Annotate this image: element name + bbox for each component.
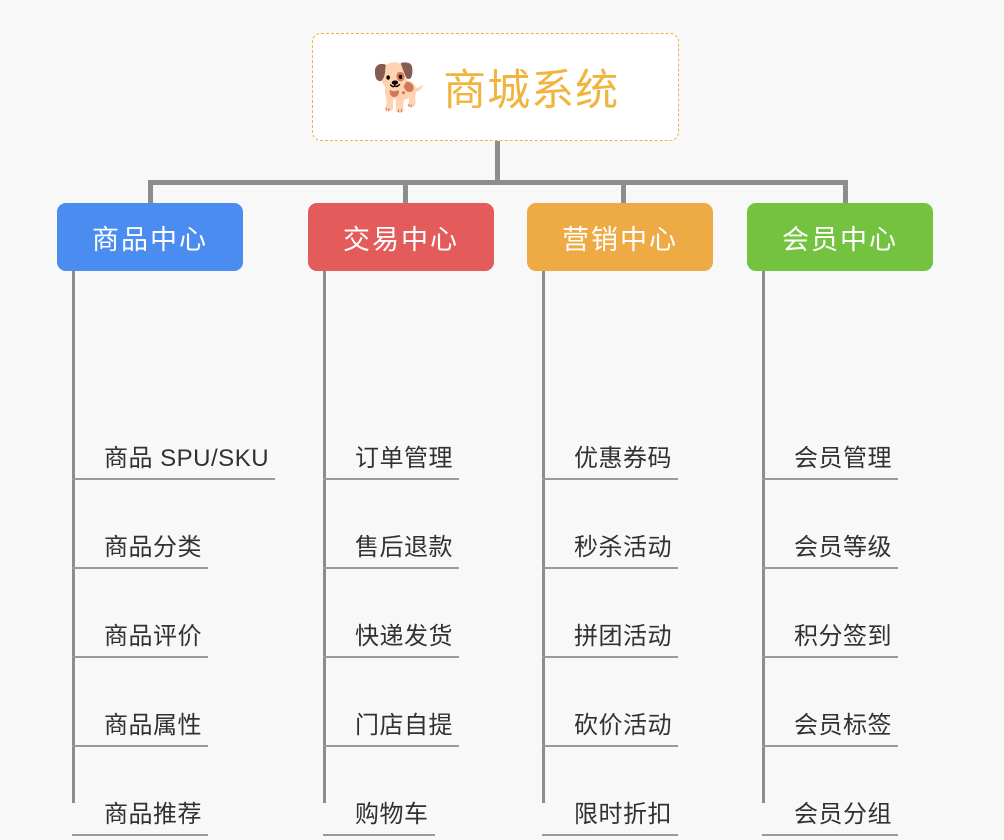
leaf-label: 拼团活动 xyxy=(574,623,672,650)
shiba-dog-face-icon: 🐕 xyxy=(371,61,430,113)
leaf-label: 限时折扣 xyxy=(574,801,672,828)
leaf-item[interactable]: 快递发货 xyxy=(323,569,459,658)
trunk-bar-connector xyxy=(148,180,848,185)
leaf-label: 优惠券码 xyxy=(574,445,672,472)
leaf-item[interactable]: 拼团活动 xyxy=(542,569,678,658)
leaf-item[interactable]: 会员分组 xyxy=(762,747,898,836)
leaf-item[interactable]: 满减送 xyxy=(542,836,654,840)
leaf-item[interactable]: 商品属性 xyxy=(72,658,208,747)
leaf-item[interactable]: 会员标签 xyxy=(762,658,898,747)
branch-drop-connector-2 xyxy=(403,180,408,205)
leaf-label: 秒杀活动 xyxy=(574,534,672,561)
leaf-item[interactable]: 订单管理 xyxy=(323,391,459,480)
category-header-trade-center[interactable]: 交易中心 xyxy=(308,203,494,271)
leaf-item[interactable]: 商品评价 xyxy=(72,569,208,658)
leaf-label: 商品分类 xyxy=(104,534,202,561)
leaf-item[interactable]: 砍价活动 xyxy=(542,658,678,747)
leaf-label: 订单管理 xyxy=(355,445,453,472)
leaf-item[interactable]: 优惠券码 xyxy=(542,391,678,480)
column-spine xyxy=(762,271,765,803)
leaf-item[interactable]: 限时折扣 xyxy=(542,747,678,836)
leaf-label: 快递发货 xyxy=(355,623,453,650)
leaf-item[interactable]: 售后退款 xyxy=(323,480,459,569)
leaf-item[interactable]: 商品推荐 xyxy=(72,747,208,836)
root-title: 商城系统 xyxy=(443,67,620,115)
leaf-label: 会员分组 xyxy=(794,801,892,828)
leaf-item[interactable]: 商品 SPU/SKU xyxy=(72,391,276,480)
column-spine xyxy=(323,271,326,803)
branch-drop-connector-1 xyxy=(148,180,153,205)
leaf-item[interactable]: 会员管理 xyxy=(762,391,898,480)
category-header-marketing-center[interactable]: 营销中心 xyxy=(527,203,713,271)
leaf-item[interactable]: 门店自提 xyxy=(323,658,459,747)
category-header-member-center[interactable]: 会员中心 xyxy=(747,203,933,271)
leaf-item[interactable]: 购物车 xyxy=(323,747,435,836)
leaf-label: 会员等级 xyxy=(794,534,892,561)
root-stem-connector xyxy=(495,141,500,185)
leaf-item[interactable]: 收货地址 xyxy=(762,836,898,840)
leaf-label: 积分签到 xyxy=(794,623,892,650)
category-header-product-center[interactable]: 商品中心 xyxy=(57,203,243,271)
branch-drop-connector-3 xyxy=(621,180,626,205)
leaf-label: 购物车 xyxy=(355,801,429,828)
root-node[interactable]: 🐕 商城系统 xyxy=(312,33,679,141)
leaf-item[interactable]: 秒杀活动 xyxy=(542,480,678,569)
category-label: 会员中心 xyxy=(782,224,898,255)
leaf-label: 商品 SPU/SKU xyxy=(104,445,270,472)
column-spine xyxy=(542,271,545,803)
branch-drop-connector-4 xyxy=(843,180,848,205)
leaf-label: 会员标签 xyxy=(794,712,892,739)
leaf-label: 门店自提 xyxy=(355,712,453,739)
leaf-item[interactable]: 商品品牌 xyxy=(72,836,208,840)
leaf-item[interactable]: 销售分佣 xyxy=(323,836,459,840)
leaf-label: 商品评价 xyxy=(104,623,202,650)
leaf-item[interactable]: 会员等级 xyxy=(762,480,898,569)
leaf-label: 售后退款 xyxy=(355,534,453,561)
leaf-item[interactable]: 积分签到 xyxy=(762,569,898,658)
leaf-item[interactable]: 商品分类 xyxy=(72,480,208,569)
column-spine xyxy=(72,271,75,803)
leaf-label: 砍价活动 xyxy=(574,712,672,739)
category-label: 商品中心 xyxy=(92,224,208,255)
category-label: 营销中心 xyxy=(562,224,678,255)
leaf-label: 商品属性 xyxy=(104,712,202,739)
category-label: 交易中心 xyxy=(343,224,459,255)
leaf-label: 商品推荐 xyxy=(104,801,202,828)
leaf-label: 会员管理 xyxy=(794,445,892,472)
